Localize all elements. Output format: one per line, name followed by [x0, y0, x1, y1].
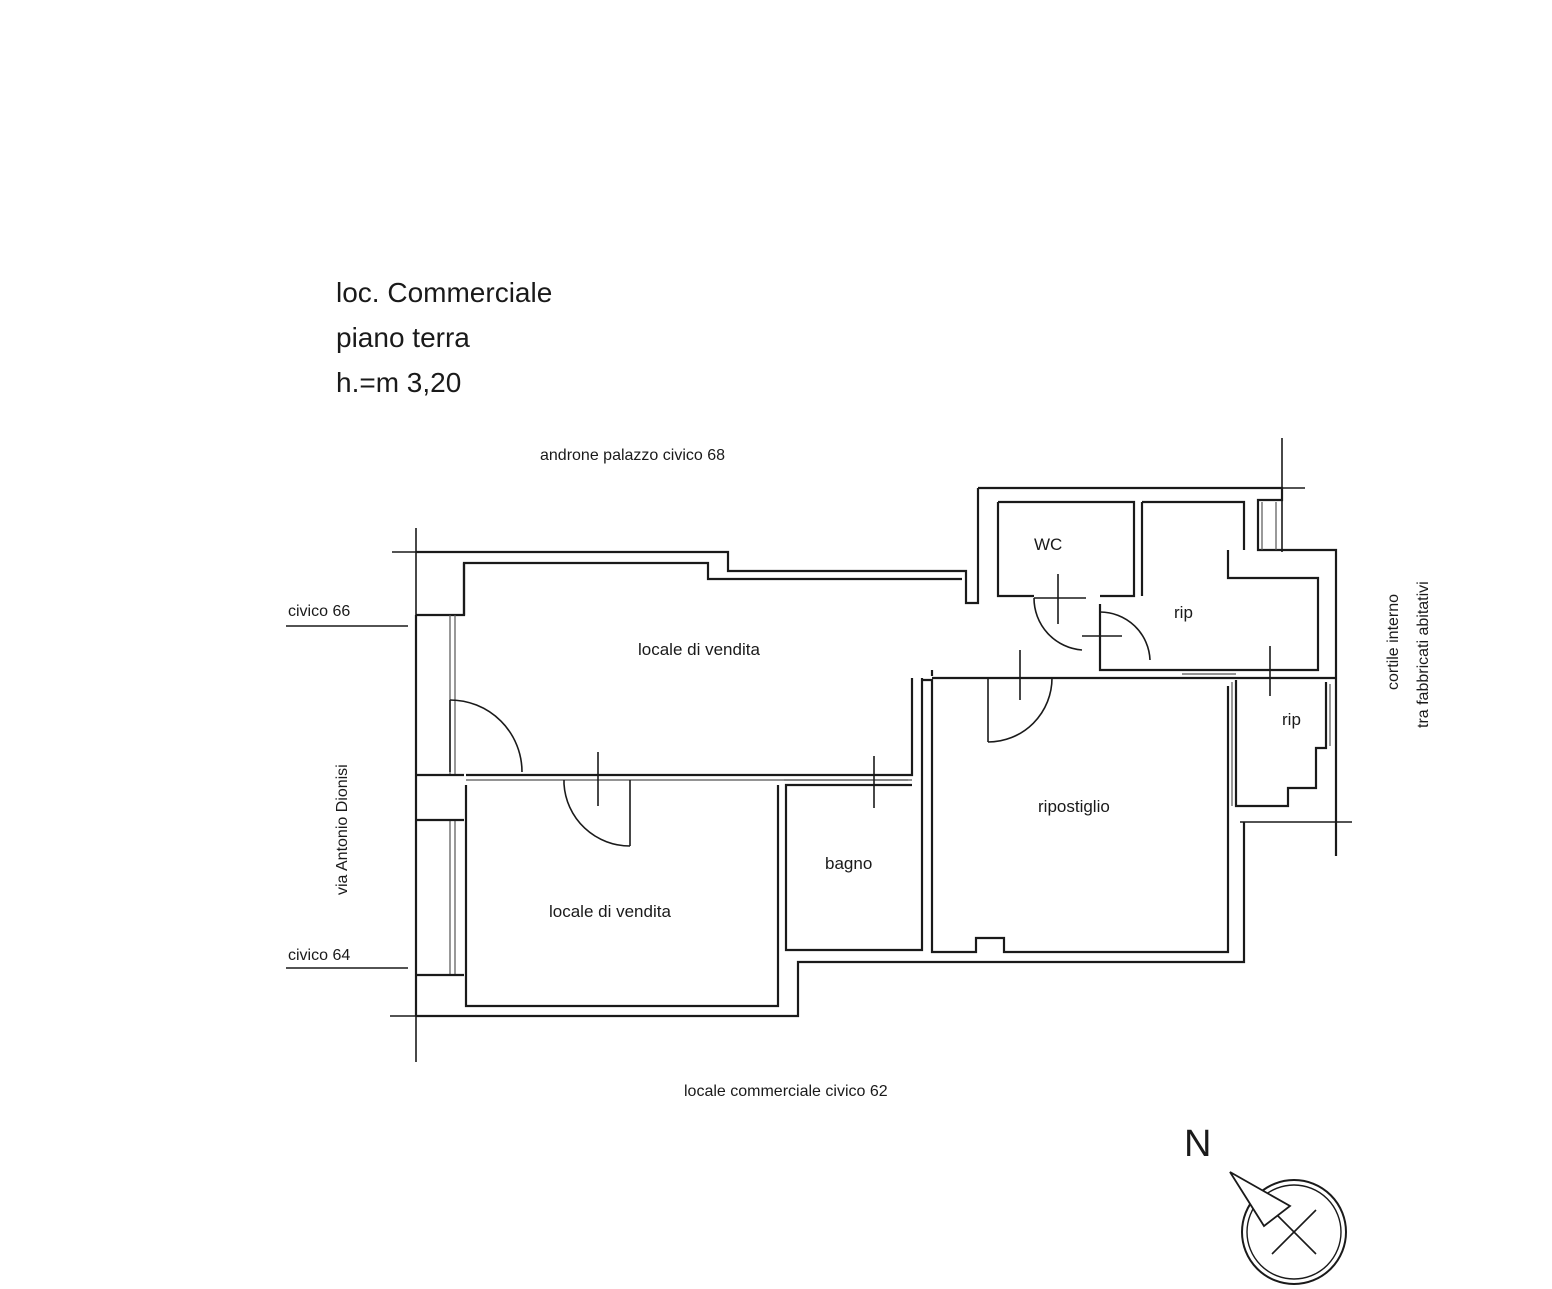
title-line-1: loc. Commerciale [336, 277, 552, 308]
room-rip-lower: rip [1282, 710, 1301, 729]
title-line-2: piano terra [336, 322, 470, 353]
interior-lines [466, 502, 1331, 806]
outer-walls [414, 486, 1338, 1018]
label-courtyard-2: tra fabbricati abitativi [1415, 581, 1432, 728]
compass-cross-b [1271, 1209, 1317, 1255]
label-civico-66: civico 66 [288, 603, 350, 620]
room-ripostiglio: ripostiglio [1038, 797, 1110, 816]
label-androne: androne palazzo civico 68 [540, 447, 725, 464]
label-locale-62: locale commerciale civico 62 [684, 1083, 888, 1100]
doors [449, 574, 1271, 847]
north-letter: N [1184, 1123, 1211, 1165]
title-line-3: h.=m 3,20 [336, 367, 461, 398]
boundary-lines [286, 438, 1352, 1062]
north-arrow-icon [1229, 1171, 1292, 1228]
room-wc: WC [1034, 535, 1062, 554]
room-sales-upper: locale di vendita [638, 640, 760, 659]
room-rip-upper: rip [1174, 603, 1193, 622]
label-street: via Antonio Dionisi [334, 764, 351, 895]
label-courtyard-1: cortile interno [1385, 594, 1402, 690]
room-sales-lower: locale di vendita [549, 902, 671, 921]
label-civico-64: civico 64 [288, 947, 350, 964]
north-compass: N [1184, 1123, 1347, 1285]
room-bagno: bagno [825, 854, 872, 873]
